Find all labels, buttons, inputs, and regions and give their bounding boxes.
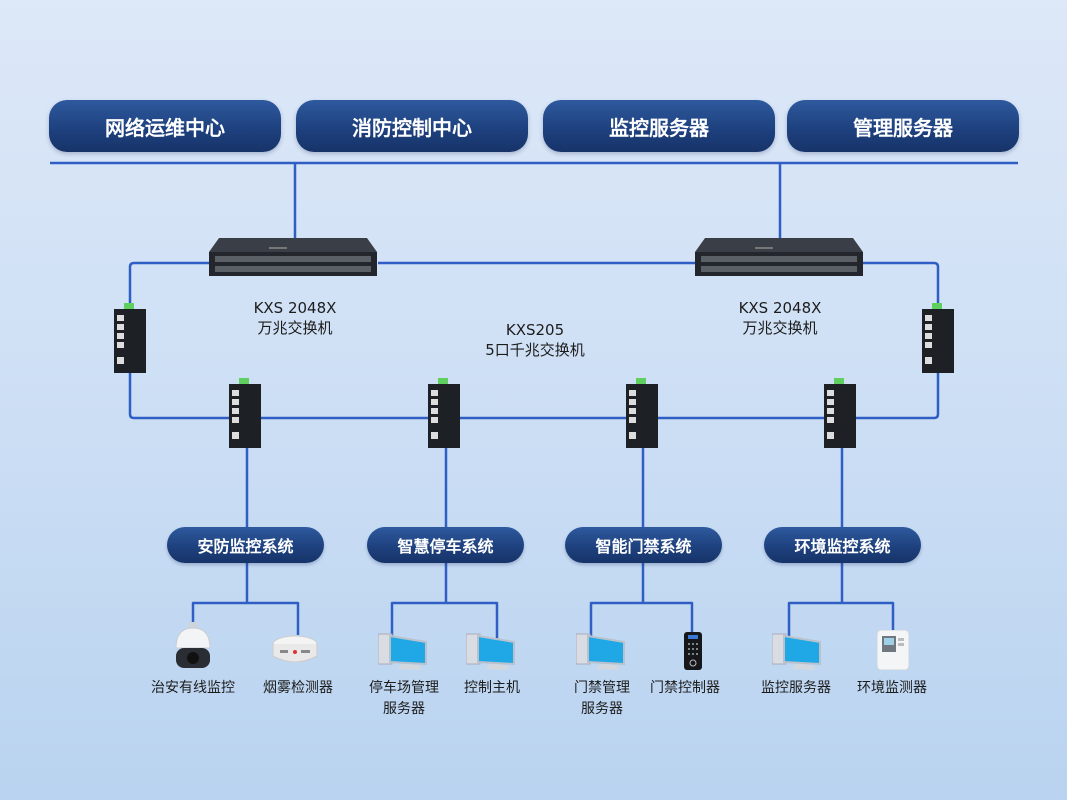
core-switch-right-desc: 万兆交换机 <box>742 319 818 337</box>
computer-icon[interactable] <box>576 632 628 672</box>
din-switch-parking-icon[interactable] <box>428 378 460 448</box>
access-switch-desc: 5口千兆交换机 <box>485 341 585 359</box>
core-switch-right-model: KXS 2048X <box>738 299 822 317</box>
core-ring-left <box>128 261 240 420</box>
device-label-parking-server-line2: 服务器 <box>383 701 425 717</box>
node-monitor-server[interactable]: 监控服务器 <box>543 100 775 152</box>
smoke-detector-icon[interactable] <box>270 630 320 670</box>
access-keypad-icon[interactable] <box>684 632 702 670</box>
device-label-access-server-line2: 服务器 <box>581 701 623 717</box>
environment-monitor-icon[interactable] <box>877 630 909 670</box>
din-switch-security-icon[interactable] <box>229 378 261 448</box>
din-switch-ring-right-icon[interactable] <box>922 303 954 373</box>
din-switch-ring-left-icon[interactable] <box>114 303 146 373</box>
device-label-access-server: 门禁管理 服务器 <box>574 678 630 720</box>
core-switch-left-model: KXS 2048X <box>253 299 337 317</box>
computer-icon[interactable] <box>378 632 430 672</box>
system-smart-access-control[interactable]: 智能门禁系统 <box>565 527 722 563</box>
core-switch-right-icon[interactable] <box>695 238 863 278</box>
device-label-access-controller: 门禁控制器 <box>650 680 720 696</box>
access-switch-label: KXS205 5口千兆交换机 <box>470 320 600 360</box>
device-label-control-host: 控制主机 <box>464 680 520 696</box>
computer-icon[interactable] <box>772 632 824 672</box>
device-label-access-server-line1: 门禁管理 <box>574 680 630 696</box>
system-security-monitoring[interactable]: 安防监控系统 <box>167 527 324 563</box>
node-fire-control-center[interactable]: 消防控制中心 <box>296 100 528 152</box>
core-switch-left-desc: 万兆交换机 <box>257 319 333 337</box>
device-label-parking-server: 停车场管理 服务器 <box>369 678 439 720</box>
device-label-monitor-server: 监控服务器 <box>761 680 831 696</box>
node-management-server[interactable]: 管理服务器 <box>787 100 1019 152</box>
access-switch-model: KXS205 <box>505 321 565 339</box>
system-environment-monitoring[interactable]: 环境监控系统 <box>764 527 921 563</box>
din-switch-access-control-icon[interactable] <box>626 378 658 448</box>
device-label-parking-server-line1: 停车场管理 <box>369 680 439 696</box>
device-label-smoke-detector: 烟雾检测器 <box>263 680 333 696</box>
device-label-env-monitor: 环境监测器 <box>857 680 927 696</box>
core-switch-right-label: KXS 2048X 万兆交换机 <box>730 298 830 338</box>
node-network-ops-center[interactable]: 网络运维中心 <box>49 100 281 152</box>
din-switch-environment-icon[interactable] <box>824 378 856 448</box>
computer-icon[interactable] <box>466 632 518 672</box>
system-smart-parking[interactable]: 智慧停车系统 <box>367 527 524 563</box>
device-label-ptz-camera: 治安有线监控 <box>151 680 235 696</box>
core-switch-left-label: KXS 2048X 万兆交换机 <box>245 298 345 338</box>
ptz-camera-icon[interactable] <box>172 622 214 670</box>
core-switch-left-icon[interactable] <box>209 238 377 278</box>
